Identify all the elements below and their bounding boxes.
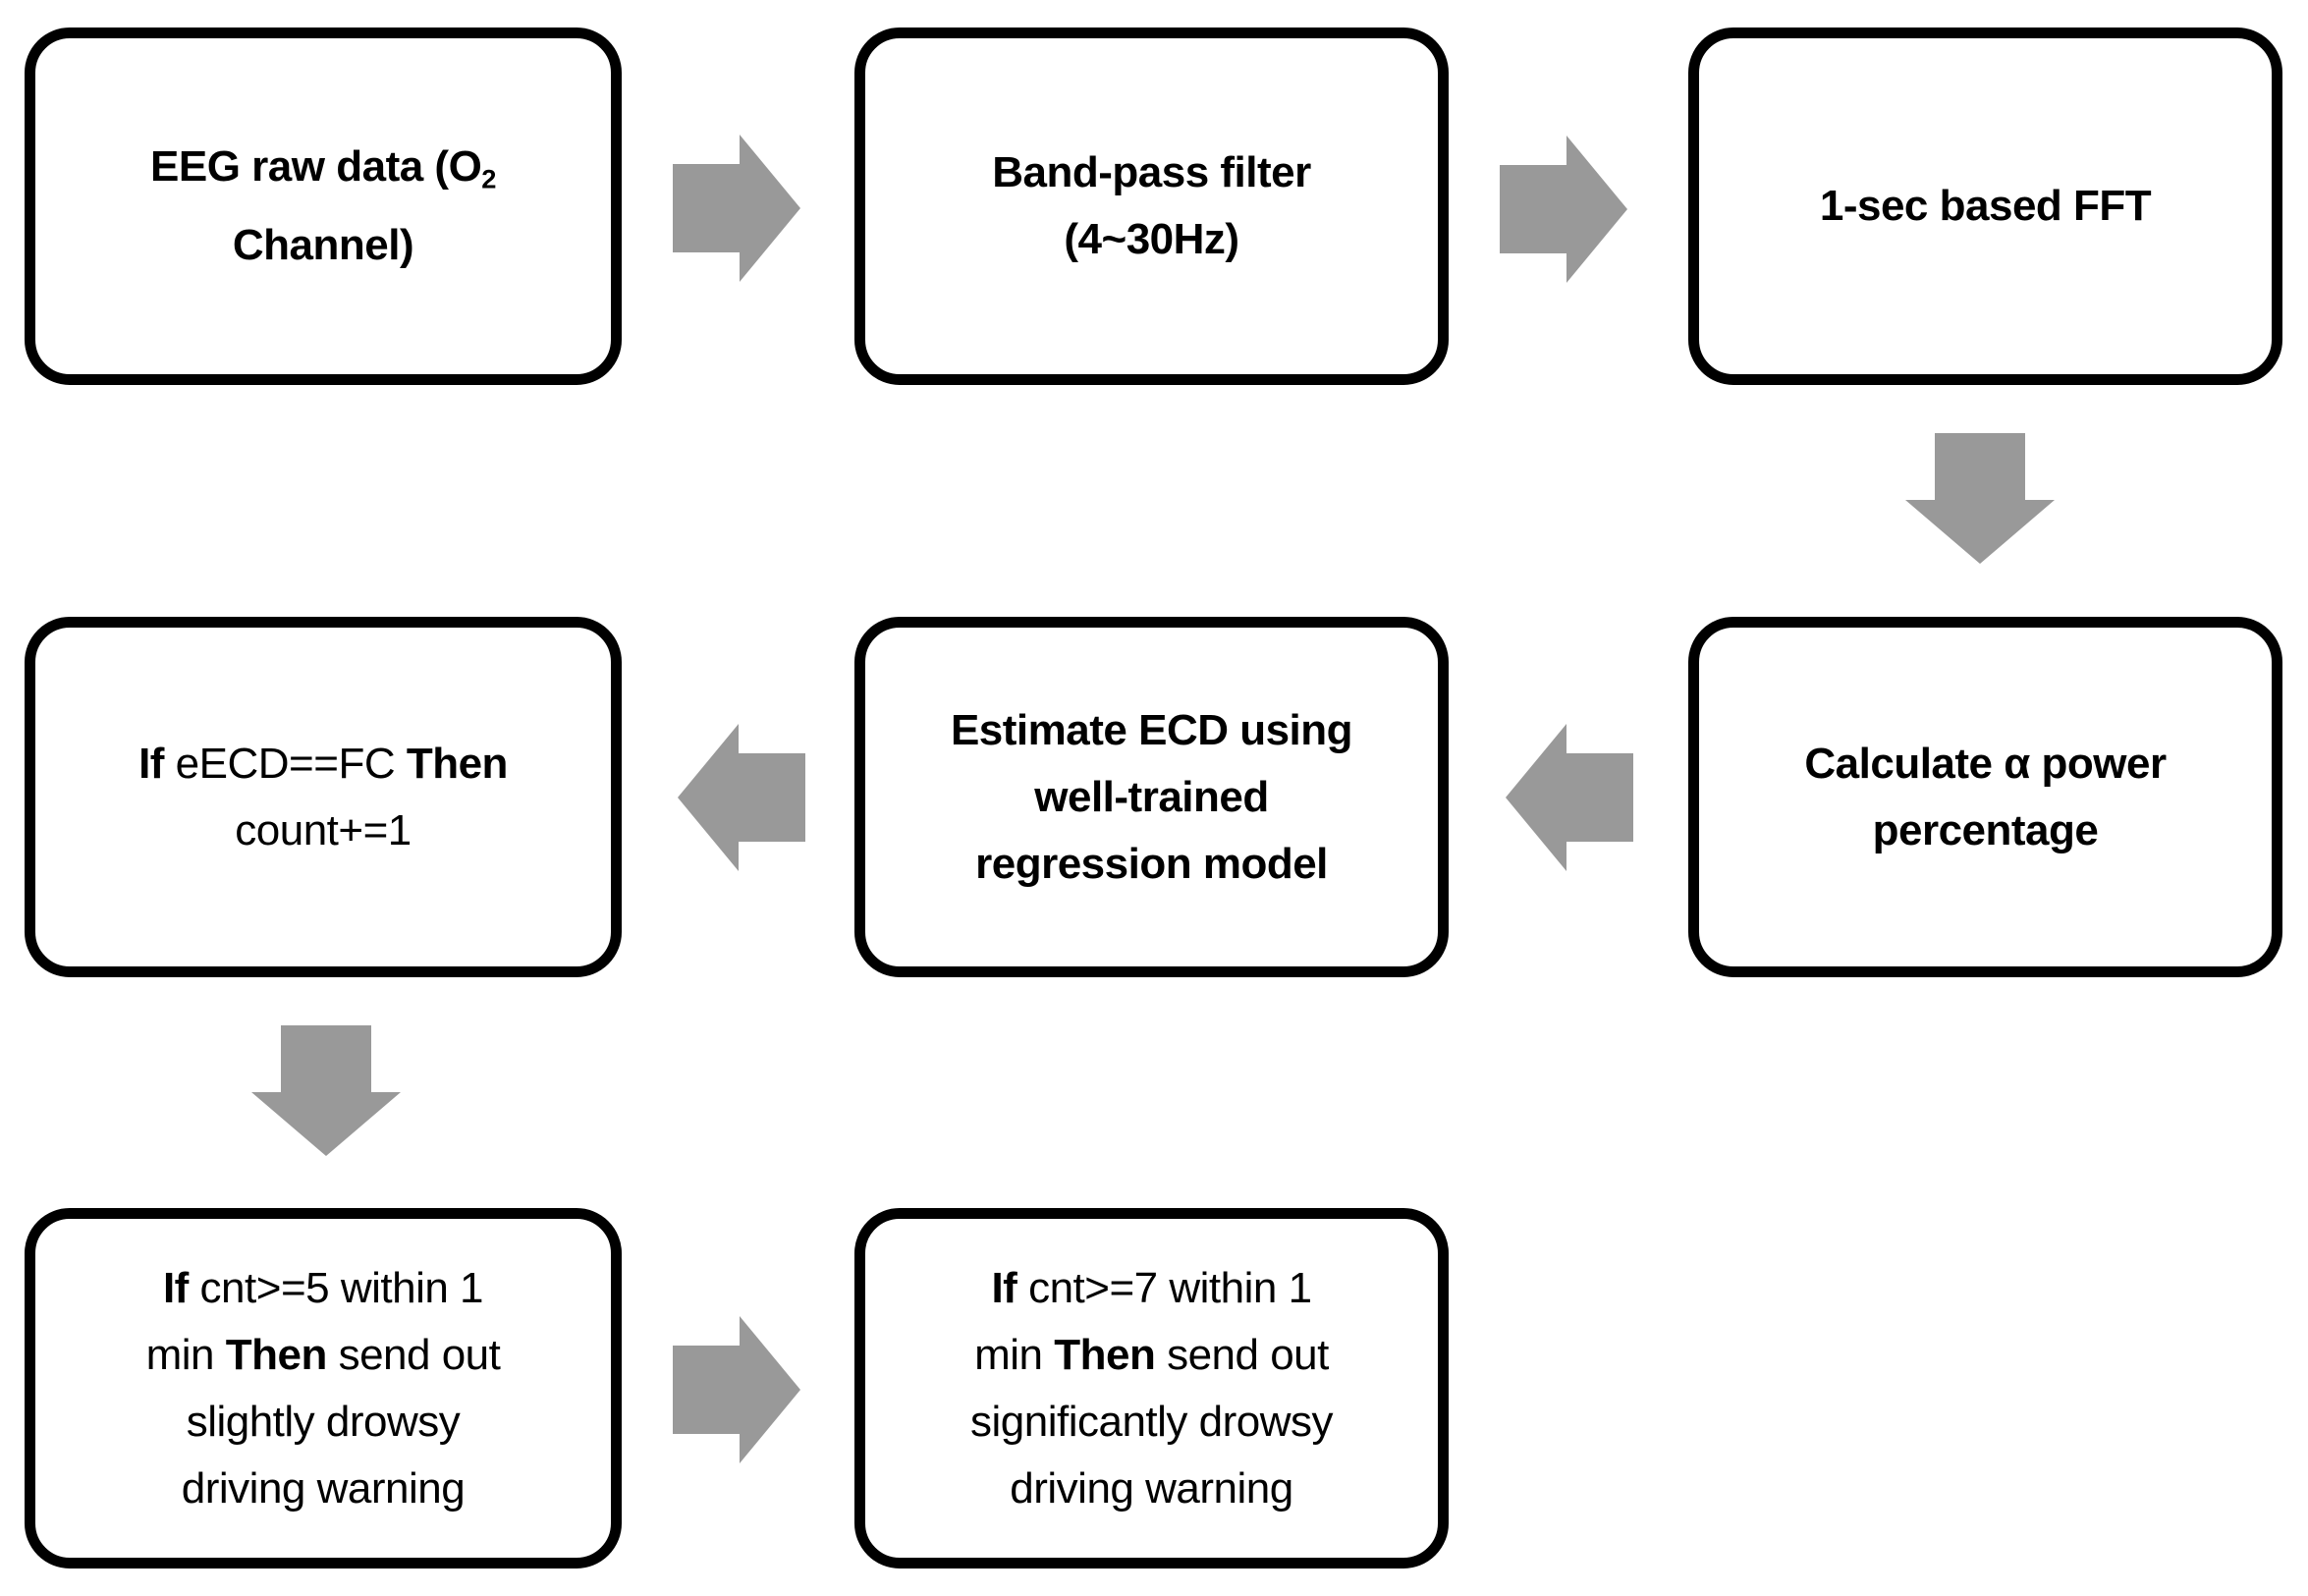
flowchart-box-band-pass-filter: Band-pass filter(4~30Hz) bbox=[854, 28, 1449, 385]
box-label: 1-sec based FFT bbox=[1819, 182, 2152, 230]
arrow-right-icon bbox=[1500, 136, 1627, 283]
arrow-down-icon bbox=[251, 1025, 401, 1156]
arrow-down-icon bbox=[1905, 433, 2055, 564]
arrow-left-icon bbox=[1506, 724, 1633, 871]
box-label: Band-pass filter(4~30Hz) bbox=[992, 148, 1311, 263]
arrow-left-icon bbox=[678, 724, 805, 871]
flowchart-box-fft: 1-sec based FFT bbox=[1688, 28, 2282, 385]
arrow-right-icon bbox=[673, 1316, 800, 1463]
arrow-right-icon bbox=[673, 135, 800, 282]
